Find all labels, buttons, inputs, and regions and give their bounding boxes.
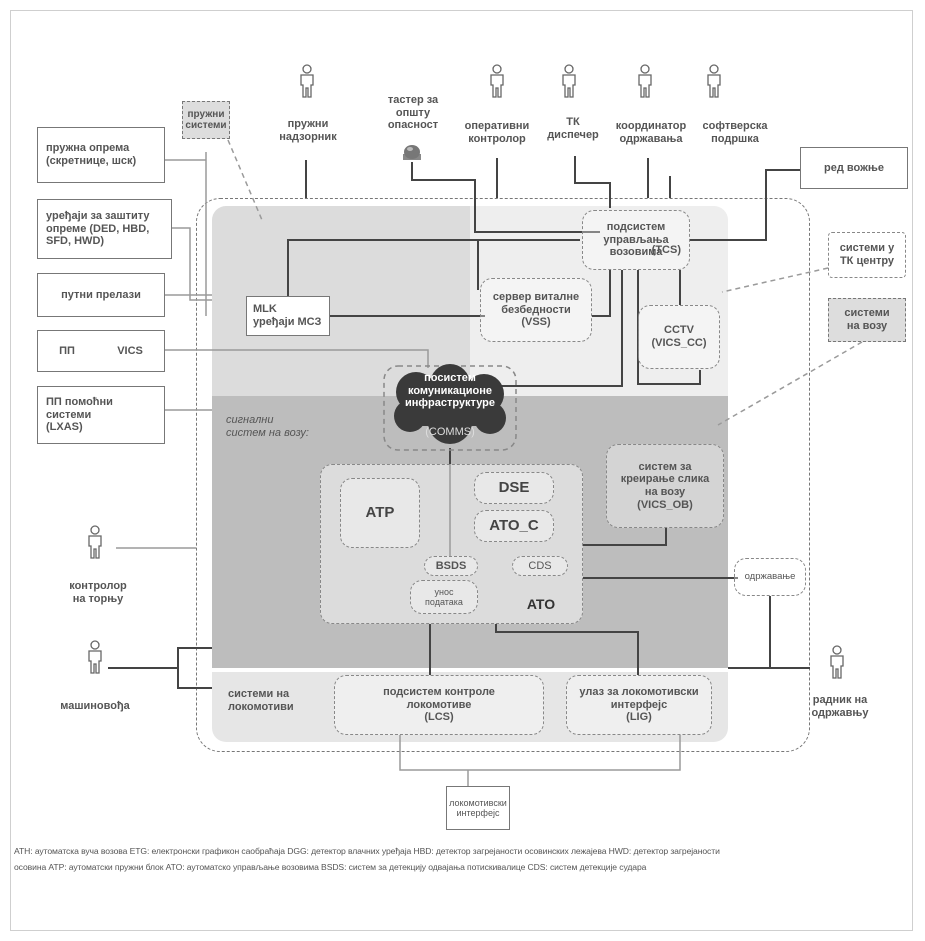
vss-box: сервер виталне безбедности (VSS)	[480, 278, 592, 342]
tk-dispatcher-label: ТК диспечер	[547, 116, 599, 141]
tower-controller-label: контролор на торњу	[69, 580, 127, 605]
maintenance-coordinator-person-icon	[638, 64, 652, 98]
vics-ob-box: систем за креирање слика на возу (VICS_O…	[606, 444, 724, 528]
mlk-title: MLK	[253, 303, 277, 316]
cds-box: CDS	[512, 556, 568, 576]
cctv-box: CCTV (VICS_CC)	[638, 305, 720, 369]
system-boundary	[196, 198, 810, 752]
software-support-label: софтверска подршка	[702, 120, 768, 145]
maintenance-worker-label: радник на одржавњу	[811, 694, 869, 719]
footnote-line-2: осовина ATP: аутоматски пружни блок ATO:…	[14, 862, 647, 872]
onboard-systems-box: системи на возу	[828, 298, 906, 342]
wayside-systems-box: пружни системи	[182, 101, 230, 139]
emergency-button-icon	[403, 145, 421, 160]
data-entry-box: унос података	[410, 580, 478, 614]
ato-group-box	[320, 464, 583, 624]
maintenance-box: одржавање	[734, 558, 806, 596]
timetable-box: ред вожње	[800, 147, 908, 189]
mlk-subtitle: уређаји МСЗ	[253, 316, 322, 328]
loco-zone-label: системи на локомотиви	[228, 688, 294, 713]
ato-c-box: ATO_C	[474, 510, 554, 542]
dse-box: DSE	[474, 472, 554, 504]
lig-box: улаз за локомотивски интерфејс (LIG)	[566, 675, 712, 735]
comms-code: (COMMS)	[425, 426, 475, 438]
loco-zone	[212, 672, 728, 742]
driver-person-icon	[88, 640, 102, 674]
protection-devices-box: уређаји за заштиту опреме (DED, HBD, SFD…	[37, 199, 172, 259]
maintenance-coordinator-label: координатор одржавања	[615, 120, 687, 145]
level-crossings-box: путни прелази	[37, 273, 165, 317]
operations-controller-person-icon	[490, 64, 504, 98]
tower-controller-person-icon	[88, 525, 102, 559]
tcs-code: (TCS)	[651, 244, 681, 256]
tcs-label: подсистем управљања возовима	[603, 221, 669, 259]
signal-supervisor-label: пружни надзорник	[279, 118, 337, 143]
bsds-box: BSDS	[424, 556, 478, 576]
ato-label: ATO	[526, 596, 556, 612]
footnote-line-1: ATH: аутоматска вуча возова ETG: електро…	[14, 846, 720, 856]
track-equipment-box: пружна опрема (скретнице, шск)	[37, 127, 165, 183]
loco-interface-box: локомотивски интерфејс	[446, 786, 510, 830]
maintenance-worker-person-icon	[830, 645, 844, 679]
tk-center-systems-box: системи у ТК центру	[828, 232, 906, 278]
pp-vics-box: ПП VICS	[37, 330, 165, 372]
tcs-box: подсистем управљања возовима (TCS)	[582, 210, 690, 270]
signal-supervisor-person-icon	[300, 64, 314, 98]
lcs-box: подсистем контроле локомотиве (LCS)	[334, 675, 544, 735]
tk-center-zone	[470, 206, 728, 396]
pp-aux-systems-box: ПП помоћни системи (LXAS)	[37, 386, 165, 444]
tk-dispatcher-person-icon	[562, 64, 576, 98]
operations-controller-label: оперативни контролор	[464, 120, 530, 145]
comms-cloud-icon	[383, 364, 517, 451]
pp-label: ПП	[59, 344, 75, 357]
diagram-frame	[10, 10, 913, 931]
software-support-person-icon	[707, 64, 721, 98]
emergency-button-label: тастер за општу опасност	[387, 94, 439, 132]
onboard-zone-label: сигнални систем на возу:	[226, 414, 309, 439]
driver-label: машиновођа	[60, 700, 130, 712]
comms-label: посистем комуникационе инфраструктуре	[404, 372, 496, 410]
vics-label: VICS	[117, 344, 143, 357]
mlk-box: MLK уређаји МСЗ	[246, 296, 330, 336]
atp-box: ATP	[340, 478, 420, 548]
